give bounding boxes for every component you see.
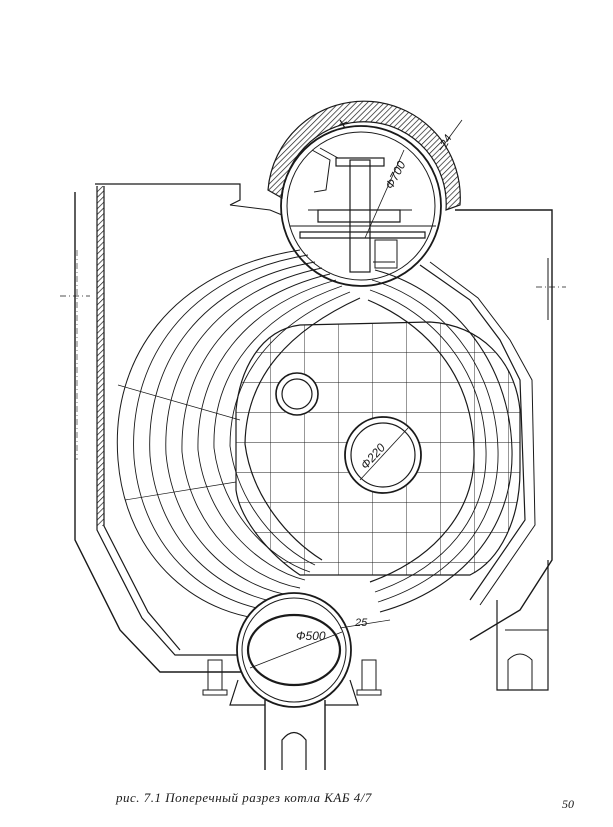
- boiler-casing: [60, 183, 566, 691]
- lower-dimension-label: 25: [354, 617, 368, 629]
- lower-drum-diameter-label: Ф500: [296, 629, 326, 643]
- upper-drum-diameter-label: Ф700: [382, 158, 408, 191]
- figure-caption: рис. 7.1 Поперечный разрез котла КАБ 4/7: [116, 790, 372, 805]
- page-number: 50: [562, 797, 574, 811]
- insulation-thickness-label: 24: [438, 133, 455, 150]
- furnace-chamber: Ф220: [235, 321, 521, 576]
- upper-drum: Ф700 24: [267, 100, 463, 287]
- lower-drum: Ф500 25: [202, 592, 391, 770]
